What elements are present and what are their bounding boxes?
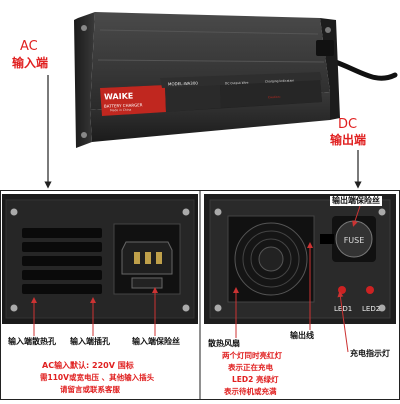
dc-callout-en: DC: [338, 117, 358, 132]
ac-note-line1: AC输入默认: 220V 国标: [42, 361, 134, 370]
label-output-wire: 输出线: [290, 331, 314, 340]
charger-illustration: [74, 12, 398, 148]
label-output-fuse: 输出端保险丝: [330, 196, 382, 206]
ac-callout-zh: 输入端: [12, 56, 49, 70]
label-output-fan: 散热风扇: [208, 339, 240, 348]
callout-arrows: [44, 75, 362, 189]
label-input-socket: 输入端插孔: [70, 337, 110, 346]
ac-callout-en: AC: [20, 39, 38, 54]
left-arrows: [31, 287, 158, 336]
dc-note-line3: LED2 亮绿灯: [232, 375, 279, 384]
bottom-detail-frame: 输入端散热孔 输入端插孔 输入端保险丝 AC输入默认: 220V 国标 需110…: [0, 190, 400, 400]
ac-end-photo: [2, 194, 198, 324]
dc-note-line4: 表示待机或充满: [224, 387, 277, 396]
ac-note-line2: 需110V或宽电压 、其他输入插头: [40, 373, 155, 382]
led2-label: LED2: [362, 305, 381, 313]
right-arrows: [233, 205, 361, 353]
label-input-fan-vent: 输入端散热孔: [8, 337, 56, 346]
label-input-fuse: 输入端保险丝: [132, 337, 180, 346]
led1-label: LED1: [334, 305, 353, 313]
dc-end-photo: FUSE: [204, 194, 396, 324]
ac-note-line3: 请留言或联系客服: [60, 385, 120, 394]
dc-callout-zh: 输出端: [330, 133, 367, 147]
dc-note-line2: 表示正在充电: [228, 363, 273, 372]
dc-note-line1: 两个灯同时亮红灯: [222, 351, 282, 360]
charger-photo: WAIKE BATTERY CHARGER Made in China MODE…: [0, 0, 400, 190]
label-charge-indicator: 充电指示灯: [350, 349, 390, 358]
fuse-cap-text: FUSE: [344, 236, 365, 245]
